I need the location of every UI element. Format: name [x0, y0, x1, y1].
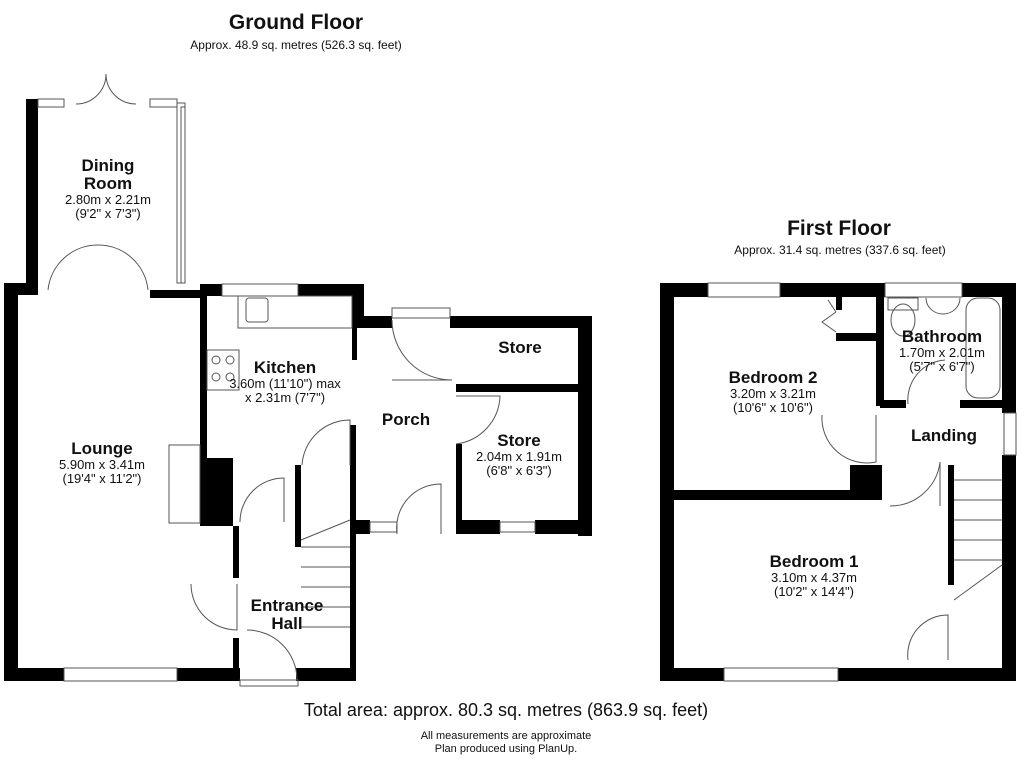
room-bathroom: Bathroom 1.70m x 2.01m (5'7" x 6'7") [899, 328, 985, 374]
room-name: Room [83, 174, 133, 193]
room-dimension-imperial: (6'8" x 6'3") [486, 463, 552, 478]
room-name: Landing [910, 426, 978, 445]
room-bedroom-1: Bedroom 1 3.10m x 4.37m (10'2" x 14'4") [770, 553, 859, 599]
room-entrance-hall: Entrance Hall [251, 597, 324, 633]
room-dimension-metric: 3.20m x 3.21m [729, 386, 816, 401]
total-area: Total area: approx. 80.3 sq. metres (863… [303, 700, 709, 720]
room-name: Entrance [250, 596, 324, 615]
room-dining-room: Dining Room 2.80m x 2.21m (9'2" x 7'3") [65, 157, 151, 221]
ground-floor-lines [37, 73, 536, 687]
room-bedroom-2: Bedroom 2 3.20m x 3.21m (10'6" x 10'6") [729, 369, 818, 415]
room-name: Dining [81, 156, 135, 175]
room-dimension-metric: 1.70m x 2.01m [899, 345, 985, 360]
room-dimension-imperial: (10'6" x 10'6") [733, 400, 813, 415]
measurement-note: All measurements are approximate [420, 730, 592, 742]
room-name: Bedroom 1 [769, 552, 859, 571]
room-name: Porch [381, 410, 431, 429]
room-dimension-imperial: (9'2" x 7'3") [75, 206, 141, 221]
room-porch: Porch [382, 411, 430, 429]
ground-floor-walls [4, 99, 592, 681]
room-dimension-metric: 2.04m x 1.91m [476, 449, 562, 464]
room-store-lower: Store 2.04m x 1.91m (6'8" x 6'3") [476, 432, 562, 478]
plan-credit: Plan produced using PlanUp. [434, 743, 578, 755]
room-dimension-metric: 3.10m x 4.37m [770, 570, 857, 585]
first-floor-title: First Floor [787, 217, 891, 240]
room-name: Store [498, 338, 542, 357]
room-lounge: Lounge 5.90m x 3.41m (19'4" x 11'2") [59, 440, 145, 486]
room-name: Store [497, 431, 541, 450]
room-landing: Landing [911, 427, 977, 445]
room-dimension-imperial: x 2.31m (7'7") [244, 390, 326, 405]
room-dimension-imperial: (5'7" x 6'7") [909, 359, 975, 374]
ground-floor-area: Approx. 48.9 sq. metres (526.3 sq. feet) [190, 38, 402, 52]
room-name: Kitchen [253, 358, 317, 377]
ground-floor-title: Ground Floor [228, 11, 364, 34]
room-dimension-metric: 5.90m x 3.41m [59, 457, 145, 472]
room-dimension-metric: 3.60m (11'10") max [229, 376, 341, 391]
room-name: Bedroom 2 [728, 368, 818, 387]
room-name: Hall [271, 614, 303, 633]
room-dimension-imperial: (10'2" x 14'4") [774, 584, 854, 599]
room-name: Bathroom [901, 327, 983, 346]
room-dimension-metric: 2.80m x 2.21m [65, 192, 151, 207]
room-store-upper: Store [498, 339, 541, 357]
first-floor-walls [660, 283, 1016, 681]
room-dimension-imperial: (19'4" x 11'2") [62, 471, 142, 486]
room-kitchen: Kitchen 3.60m (11'10") max x 2.31m (7'7"… [229, 359, 341, 405]
first-floor-lines [707, 282, 1017, 682]
room-name: Lounge [71, 439, 133, 458]
first-floor-area: Approx. 31.4 sq. metres (337.6 sq. feet) [734, 243, 946, 257]
